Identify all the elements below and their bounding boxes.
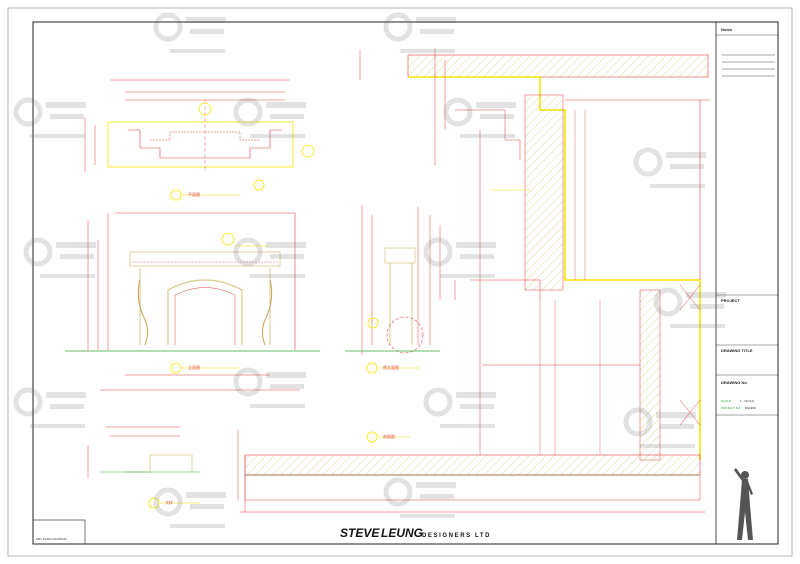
caption-view-d: 剖面图 — [383, 433, 395, 439]
logo-watermark-icon — [150, 480, 240, 540]
tb-project-no-value: DS4150 — [745, 406, 756, 410]
logo-watermark-icon — [630, 140, 720, 200]
logo-watermark-icon — [420, 380, 510, 440]
tb-scale-value: 1 : 10 (A1) — [740, 399, 754, 403]
modulor-figure-icon — [734, 468, 753, 540]
logo-watermark-icon — [150, 5, 240, 65]
key-plan-box — [32, 519, 86, 545]
tb-drawing-title-heading: DRAWING TITLE — [721, 348, 753, 353]
caption-view-e: 大样 — [165, 499, 173, 505]
caption-view-a: 平面图 — [188, 191, 200, 197]
logo-watermark-icon — [440, 90, 530, 150]
logo-watermark-icon — [380, 470, 470, 530]
logo-watermark-icon — [620, 400, 710, 460]
logo-watermark-icon — [230, 360, 320, 420]
logo-watermark-icon — [650, 280, 740, 340]
tb-project-no-label: PROJECT NO — [721, 406, 741, 410]
title-block-lines — [716, 34, 778, 416]
caption-view-b: 立面图 — [188, 364, 200, 370]
logo-watermark-icon — [420, 230, 510, 290]
brand-part3: DESIGNERS LTD — [422, 533, 491, 539]
tb-notes-label: Notes — [721, 27, 733, 32]
sheet-outer-border — [7, 7, 793, 557]
view-d-section — [359, 48, 710, 461]
view-b-elevation — [65, 212, 320, 391]
tb-project-heading: PROJECT — [721, 298, 740, 303]
caption-view-c: 侧立面图 — [383, 364, 399, 370]
logo-watermark-icon — [230, 90, 320, 150]
tb-drawing-no-heading: DRAWING No — [721, 380, 747, 385]
brand-part1: STEVE — [340, 526, 380, 540]
sheet-inner-border — [32, 21, 779, 545]
view-c-side-elevation — [345, 205, 440, 374]
hearth-section — [237, 430, 705, 513]
key-plan-label: KEY PLAN LOCATION — [36, 537, 67, 541]
logo-watermark-icon — [380, 5, 470, 65]
logo-watermark-icon — [20, 230, 110, 290]
logo-watermark-icon — [10, 90, 100, 150]
logo-watermark-icon — [230, 230, 320, 290]
tb-scale-label: SCALE — [721, 399, 731, 403]
view-e-detail — [87, 426, 200, 509]
logo-watermark-icon — [10, 380, 100, 440]
brand-part2: LEUNG — [381, 526, 423, 540]
view-a-plan — [84, 79, 315, 201]
